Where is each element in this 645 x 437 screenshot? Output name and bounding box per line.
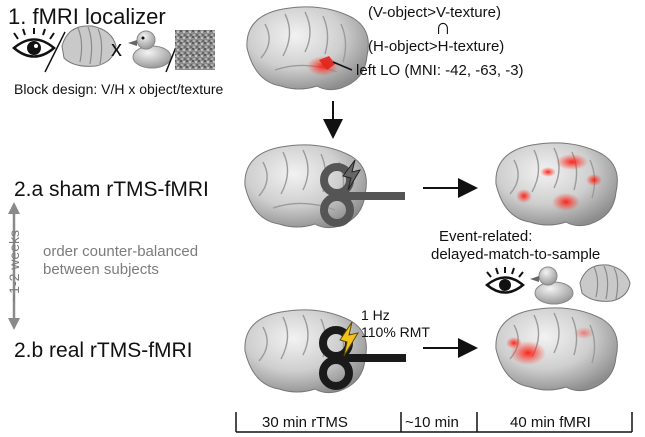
intensity-label: 110% RMT <box>361 324 430 340</box>
roi-pointer-line <box>332 61 353 71</box>
rubber-duck-icon <box>128 30 172 69</box>
hand-icon <box>579 264 631 302</box>
brain-icon <box>246 6 369 91</box>
timeline-segment-fmri: 40 min fMRI <box>510 414 591 431</box>
timeline-bar <box>235 412 633 433</box>
order-note-line1: order counter-balanced <box>43 243 199 260</box>
intersection-symbol: ∩ <box>435 14 451 39</box>
timeline-segment-rtms: 30 min rTMS <box>262 414 348 431</box>
brain-icon <box>495 307 618 392</box>
tms-coil-icon <box>320 163 405 227</box>
eye-icon <box>12 28 56 58</box>
contrast-haptic: (H-object>H-texture) <box>368 38 505 55</box>
interval-label: ~1-2 weeks <box>5 230 22 302</box>
task-line1: Event-related: <box>439 228 533 245</box>
contrast-visual: (V-object>V-texture) <box>368 4 501 21</box>
roi-label: left LO (MNI: -42, -63, -3) <box>356 62 524 79</box>
step2b-title: 2.b real rTMS-fMRI <box>14 339 193 362</box>
brain-icon <box>495 142 618 227</box>
times-symbol: x <box>111 36 122 61</box>
lightning-icon <box>339 321 360 357</box>
block-design-label: Block design: V/H x object/texture <box>14 81 224 97</box>
texture-patch-icon <box>175 30 215 70</box>
eye-icon <box>485 267 525 294</box>
task-line2: delayed-match-to-sample <box>431 246 601 263</box>
frequency-label: 1 Hz <box>361 307 390 323</box>
order-note-line2: between subjects <box>43 261 159 278</box>
timeline-segment-gap: ~10 min <box>405 414 459 431</box>
divider-slash <box>44 31 66 73</box>
step1-title: 1. fMRI localizer <box>8 4 166 29</box>
rubber-duck-icon <box>530 266 574 305</box>
hand-icon <box>61 25 117 67</box>
step2a-title: 2.a sham rTMS-fMRI <box>14 178 209 201</box>
lightning-icon <box>342 159 362 191</box>
